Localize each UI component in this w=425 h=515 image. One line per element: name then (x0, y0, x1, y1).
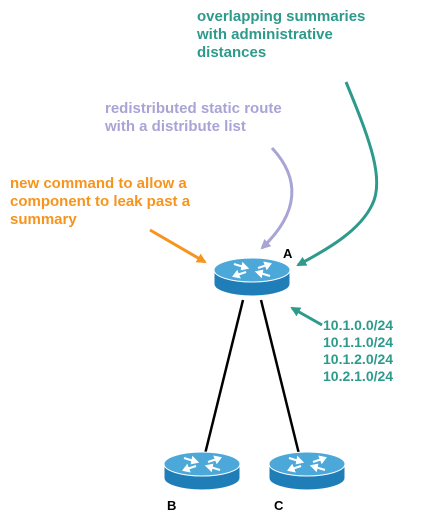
router-a-label: A (283, 246, 293, 261)
subnet-item: 10.1.0.0/24 (323, 317, 394, 333)
annotation-line: new command to allow a (10, 175, 187, 192)
annotation-line: with administrative (197, 26, 333, 43)
annotation-line: distances (197, 44, 267, 61)
subnet-item: 10.2.1.0/24 (323, 368, 394, 384)
router-c-icon[interactable] (267, 450, 347, 492)
annotation-line: overlapping summaries (197, 8, 366, 25)
summaries-arrow (296, 81, 379, 267)
annotation-line: component to leak past a (10, 193, 191, 210)
summaries-annotation: overlapping summaries with administrativ… (197, 8, 365, 62)
annotation-line: summary (10, 211, 77, 228)
router-c-label: C (274, 498, 284, 513)
router-b-label: B (167, 498, 177, 513)
leak-command-annotation: new command to allow a component to leak… (10, 175, 190, 229)
router-a-icon[interactable] (212, 256, 292, 298)
subnet-item: 10.1.1.0/24 (323, 334, 394, 350)
router-b-icon[interactable] (162, 450, 242, 492)
link-a-c (259, 299, 301, 455)
static-route-annotation: redistributed static route with a distri… (105, 100, 282, 136)
subnet-item: 10.1.2.0/24 (323, 351, 394, 367)
static-route-arrow (260, 146, 294, 250)
annotation-line: with a distribute list (105, 118, 246, 135)
leak-command-arrow (149, 228, 207, 264)
annotation-line: redistributed static route (105, 100, 282, 117)
subnet-list: 10.1.0.0/24 10.1.1.0/24 10.1.2.0/24 10.2… (323, 317, 393, 385)
subnets-arrow (290, 306, 323, 327)
link-a-b (203, 299, 245, 455)
